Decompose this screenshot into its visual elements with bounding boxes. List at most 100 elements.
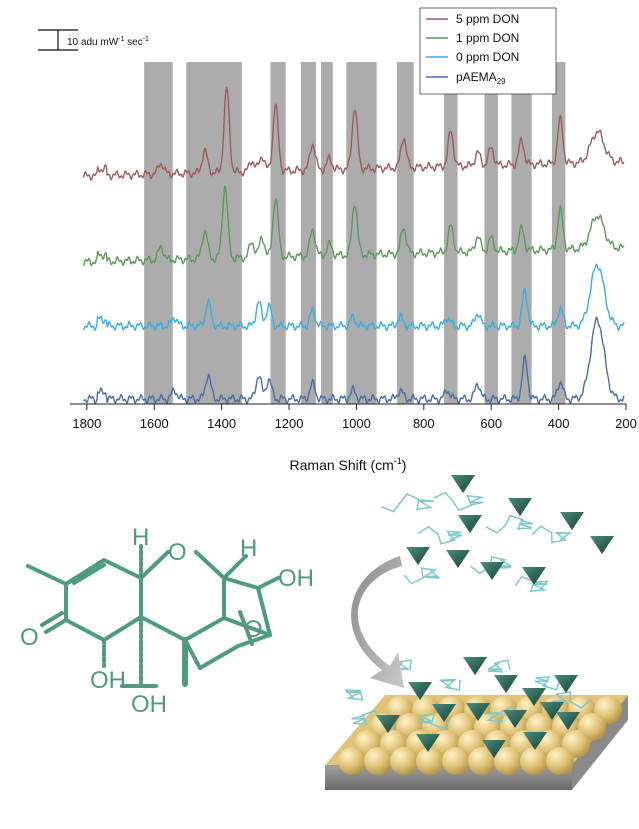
shaded-band-9 [511,62,532,404]
x-axis: 1800 1600 1400 1200 1000 800 600 400 200 [70,403,637,431]
bond-ketone-2 [40,611,64,627]
polymer-chain-bound-5 [351,709,381,726]
scale-bar: 10 adu mW-1 sec-1 [38,29,149,51]
legend: 5 ppm DON 1 ppm DON 0 ppm DON pAEMA29 [419,7,557,95]
x-tick-label-1200: 1200 [275,416,304,431]
molecule-atom-labels: H O H OH O O OH OH [20,524,314,718]
legend-box [419,7,557,95]
gold-particle-30 [416,747,444,775]
don-molecule-free-4 [590,536,614,554]
don-molecule-bound-9 [376,715,400,733]
shaded-band-0 [144,62,173,404]
bond-ring-c2 [183,633,272,670]
don-molecule-bound-4 [522,688,546,706]
x-axis-label: Raman Shift (cm-1) [290,456,407,473]
bond-ketone [44,618,68,634]
x-tick-label-400: 400 [548,416,570,431]
gold-particle-31 [442,747,470,775]
series-line-2 [82,263,625,332]
gold-particle-34 [520,747,548,775]
don-molecule-free-6 [446,550,470,568]
don-molecule-bound-3 [554,675,578,693]
don-molecule-free-7 [480,562,504,580]
binding-schematic [325,475,628,790]
polymer-chain-free-2 [485,514,534,534]
don-molecule-bound-10 [416,734,440,752]
x-tick-label-1400: 1400 [207,416,236,431]
don-molecule-bound-5 [540,702,564,720]
bond-methyl [26,564,68,586]
binding-arrow-icon [351,556,404,688]
shaded-band-8 [484,62,498,404]
don-molecule-bound-12 [556,712,580,730]
bond-double [72,563,106,585]
don-molecule-bound-0 [463,657,487,675]
x-tick-label-1000: 1000 [342,416,371,431]
bond-epoxide [238,610,254,646]
bond-oh1 [256,576,280,590]
gold-particle-33 [494,747,522,775]
polymer-chain-bound-0 [344,689,364,701]
polymer-chain-free-1 [433,491,485,512]
polymer-chain-bound-8 [551,690,591,709]
atom-o-epoxide: O [244,616,263,643]
polymer-chain-bound-3 [487,659,511,673]
don-molecule-free-3 [560,512,584,530]
atom-o-ketone: O [20,624,39,651]
x-tick-label-800: 800 [413,416,435,431]
atom-h-1: H [132,524,149,551]
atom-oh-3: OH [131,691,167,718]
polymer-chain-bound-2 [438,678,461,691]
don-molecule-bound-8 [503,710,527,728]
raman-chart: 1800 1600 1400 1200 1000 800 600 400 200 Raman S… [38,7,637,473]
polymer-chain-bound-4 [534,676,561,691]
legend-label-paema: pAEMA29 [456,70,506,86]
don-molecule-bound-7 [466,703,490,721]
shaded-bands [144,62,566,404]
shaded-band-1 [186,62,242,404]
gold-particle-32 [468,747,496,775]
polymer-chains-bound [344,659,591,730]
shaded-band-4 [321,62,333,404]
bond-ring-a [64,558,143,642]
series-line-3 [83,316,625,405]
don-molecule-free-0 [451,475,475,493]
shaded-band-7 [444,62,458,404]
don-molecule-bound-11 [482,740,506,758]
don-molecule-bound-13 [523,732,547,750]
polymer-chains-free [381,491,573,593]
x-tick-label-1600: 1600 [140,416,169,431]
don-molecule-bound-6 [432,704,456,722]
polymer-chain-free-3 [417,525,463,545]
gold-particle-27 [338,747,366,775]
x-tick-label-1800: 1800 [72,416,101,431]
don-molecule-bound-2 [494,675,518,693]
don-molecule-free-5 [406,547,430,565]
atom-o-ring: O [168,539,187,566]
legend-label-1ppm: 1 ppm DON [456,31,519,45]
gold-particle-35 [546,747,574,775]
polymer-chain-bound-7 [484,705,521,723]
gold-particle-29 [390,747,418,775]
series-line-0 [82,86,625,182]
shaded-band-10 [551,62,566,404]
don-molecule-free-2 [508,498,532,516]
bond-h2 [222,554,248,580]
polymer-chain-free-5 [531,525,573,544]
don-molecules-bound [376,657,580,758]
x-tick-label-200: 200 [615,416,637,431]
atom-oh-1: OH [278,565,314,592]
series-line-1 [82,185,625,267]
polymer-chain-free-6 [403,567,441,585]
polymer-chain-free-0 [381,493,434,513]
atom-h-2: H [240,535,257,562]
legend-label-0ppm: 0 ppm DON [456,50,519,64]
atom-oh-2: OH [90,667,126,694]
don-molecule-free-8 [522,567,546,585]
don-molecule-bound-1 [408,682,432,700]
scale-bar-label: 10 adu mW-1 sec-1 [67,36,149,48]
legend-label-5ppm: 5 ppm DON [456,12,519,26]
polymer-chain-free-7 [514,575,549,593]
x-tick-label-600: 600 [480,416,502,431]
